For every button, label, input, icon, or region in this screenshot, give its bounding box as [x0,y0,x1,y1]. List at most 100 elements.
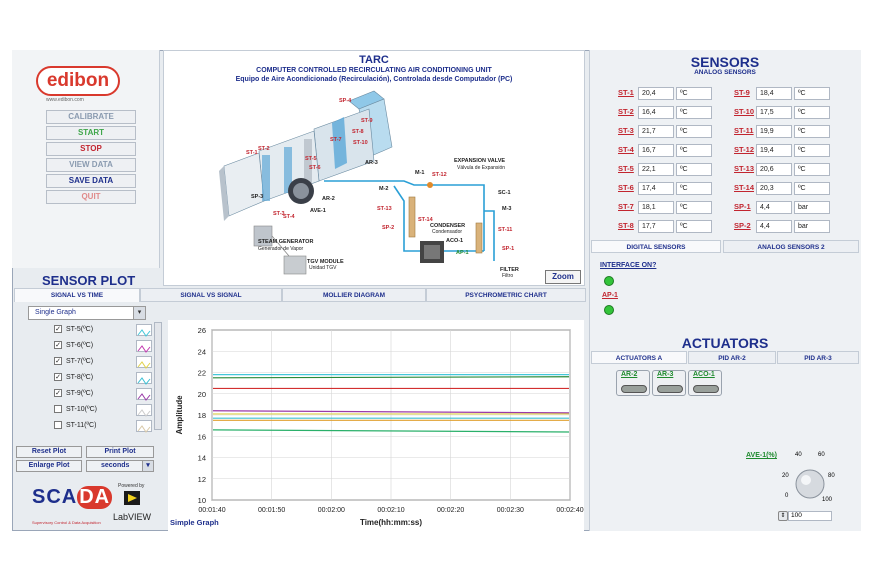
label-ar3: AR-3 [365,160,378,166]
sensor-unit: ºC [676,125,712,138]
channel-color-swatch[interactable] [136,340,152,353]
label-sp3: SP-3 [251,194,264,200]
actuator-ar3-toggle[interactable]: AR-3 [652,370,686,396]
quit-button[interactable]: QUIT [46,190,136,204]
calibrate-button[interactable]: CALIBRATE [46,110,136,124]
sensor-unit: ºC [794,87,830,100]
sensor-value: 19,4 [756,144,792,157]
label-tgv-module: TGV MODULE [307,259,344,265]
print-plot-button[interactable]: Print Plot [86,446,154,458]
graph-mode-select[interactable]: Single Graph ▾ [28,306,146,320]
interface-on-label: INTERFACE ON? [600,262,657,269]
start-button[interactable]: START [46,126,136,140]
channel-color-swatch[interactable] [136,356,152,369]
channel-row[interactable]: ✓ ST-7(ºC) [54,356,93,368]
sensor-value: 20,4 [638,87,674,100]
label-sp4: SP-4 [339,98,352,104]
tab-psychrometric-chart[interactable]: PSYCHROMETRIC CHART [426,288,586,302]
sensor-name-label: ST-2 [618,107,634,116]
channel-row[interactable]: ✓ ST-5(ºC) [54,324,93,336]
chevron-down-icon[interactable]: ▾ [142,461,153,471]
enlarge-plot-button[interactable]: Enlarge Plot [16,460,82,472]
sensor-unit: ºC [676,106,712,119]
time-unit-select[interactable]: seconds ▾ [86,460,154,472]
sensor-name-label: SP-2 [734,221,751,230]
sensor-value: 20,6 [756,163,792,176]
ave1-knob[interactable] [780,448,842,510]
tab-digital-sensors[interactable]: DIGITAL SENSORS [591,240,721,253]
sensor-name-label: ST-7 [618,202,634,211]
tab-pid-ar2[interactable]: PID AR-2 [688,351,776,364]
save-data-button[interactable]: SAVE DATA [46,174,136,188]
label-ave1: AVE-1 [310,208,326,214]
channel-row[interactable]: ✓ST-6(ºC) [54,340,93,352]
y-tick-label: 16 [198,432,206,441]
sensor-value: 22,1 [638,163,674,176]
tab-actuators-a[interactable]: ACTUATORS A [591,351,687,364]
chevron-down-icon[interactable]: ▾ [133,307,145,319]
powered-by-text: Powered by [118,483,145,489]
channel-label: ST-5(ºC) [66,326,94,333]
zoom-button[interactable]: Zoom [545,270,581,284]
channel-checkbox[interactable]: ✓ [54,357,62,366]
x-tick-label: 00:02:10 [377,507,404,514]
label-st6: ST-6 [309,165,321,171]
label-sp1: SP-1 [502,246,515,252]
sensor-name-label: ST-10 [734,107,755,116]
tab-signal-vs-signal[interactable]: SIGNAL VS SIGNAL [140,288,282,302]
y-tick-label: 10 [198,496,206,505]
stepper-icon[interactable]: ⇕ [778,511,788,521]
channel-row[interactable]: ST-10(ºC) [54,404,97,416]
channel-checkbox[interactable] [54,421,62,430]
channel-color-swatch[interactable] [136,404,152,417]
actuator-aco1-toggle[interactable]: ACO-1 [688,370,722,396]
sensor-unit: ºC [794,106,830,119]
channel-list-scrollbar[interactable] [154,322,162,430]
y-tick-label: 12 [198,475,206,484]
toggle-switch-icon [693,385,719,393]
tab-mollier-diagram[interactable]: MOLLIER DIAGRAM [282,288,426,302]
label-m1: M-1 [415,170,425,176]
view-data-button[interactable]: VIEW DATA [46,158,136,172]
channel-checkbox[interactable] [54,405,62,414]
diagram-subtitle-es: Equipo de Aire Acondicionado (Recirculac… [235,76,513,83]
y-tick-label: 22 [198,369,206,378]
channel-color-swatch[interactable] [136,420,152,433]
sensor-unit: bar [794,220,830,233]
sensor-unit: ºC [676,182,712,195]
channel-checkbox[interactable]: ✓ [54,325,62,334]
x-tick-label: 00:02:40 [556,507,583,514]
channel-row[interactable]: ST-11(ºC) [54,420,96,432]
channel-color-swatch[interactable] [136,372,152,385]
ave1-value-input[interactable]: 100 [788,511,832,521]
sensor-value: 17,5 [756,106,792,119]
sensor-name-label: ST-14 [734,183,755,192]
actuator-ar2-toggle[interactable]: AR-2 [616,370,650,396]
y-tick-label: 14 [198,454,206,463]
sensor-plot-title: SENSOR PLOT [42,273,136,288]
tab-pid-ar3[interactable]: PID AR-3 [777,351,859,364]
tab-analog-sensors-2[interactable]: ANALOG SENSORS 2 [723,240,859,253]
channel-color-swatch[interactable] [136,324,152,337]
label-st12: ST-12 [432,172,447,178]
channel-checkbox[interactable]: ✓ [54,373,62,382]
channel-row[interactable]: ✓ST-8(ºC) [54,372,93,384]
sensor-name-label: ST-11 [734,126,754,135]
diagram-title: TARC [359,54,389,66]
channel-row[interactable]: ✓ST-9(ºC) [54,388,93,400]
stop-button[interactable]: STOP [46,142,136,156]
sensor-value: 4,4 [756,220,792,233]
channel-color-swatch[interactable] [136,388,152,401]
channel-label: ST-7(ºC) [66,358,94,365]
channel-checkbox[interactable]: ✓ [54,389,62,398]
process-diagram: TARC COMPUTER CONTROLLED RECIRCULATING A… [163,50,585,286]
y-tick-label: 18 [198,411,206,420]
channel-checkbox[interactable]: ✓ [54,341,62,350]
x-tick-label: 00:01:40 [198,507,225,514]
tab-signal-vs-time[interactable]: SIGNAL VS TIME [14,288,140,302]
scada-subtitle: Supervisory Control & Data Acquisition [32,520,101,525]
sensor-value: 16,4 [638,106,674,119]
ap1-led [604,305,614,315]
reset-plot-button[interactable]: Reset Plot [16,446,82,458]
